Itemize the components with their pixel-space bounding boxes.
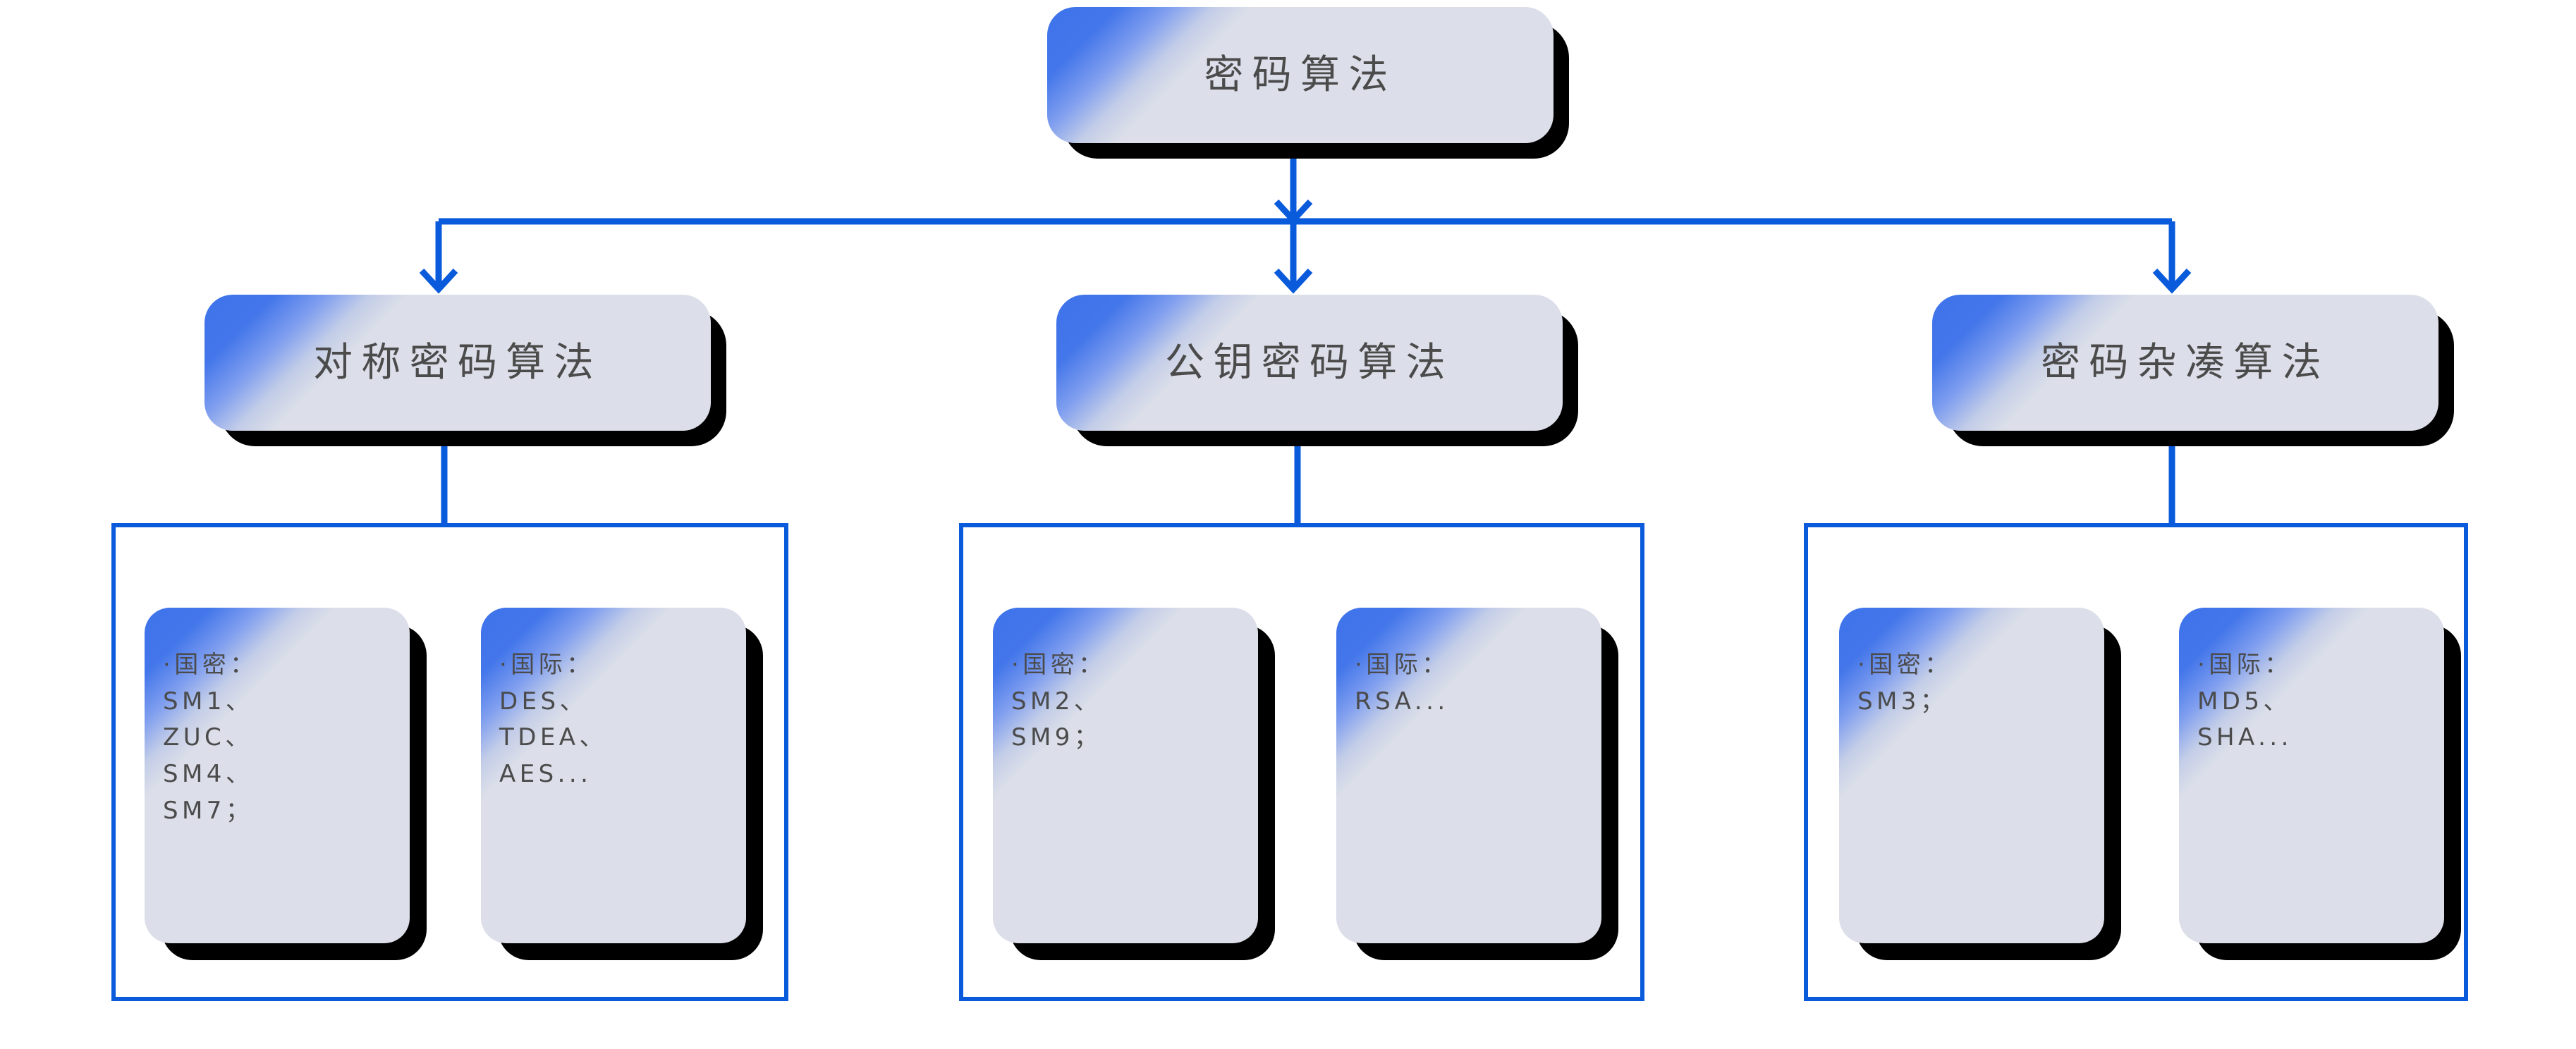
card-publickey-international[interactable]: ·国际： RSA... bbox=[1336, 608, 1618, 960]
group-frame-publickey bbox=[959, 523, 1644, 1001]
arrowhead-right bbox=[2152, 268, 2192, 294]
card-hash-international[interactable]: ·国际： MD5、 SHA... bbox=[2179, 608, 2461, 960]
card-text: ·国际： DES、 TDEA、 AES... bbox=[499, 651, 607, 789]
node-label: 密码杂凑算法 bbox=[2041, 339, 2330, 386]
card-text: ·国际： RSA... bbox=[1355, 651, 1450, 716]
node-branch-hash[interactable]: 密码杂凑算法 bbox=[1932, 295, 2454, 446]
node-face: ·国密： SM1、 ZUC、 SM4、 SM7； bbox=[145, 608, 410, 943]
node-face: ·国密： SM3； bbox=[1839, 608, 2104, 943]
node-label: 公钥密码算法 bbox=[1165, 339, 1454, 386]
card-publickey-domestic[interactable]: ·国密： SM2、 SM9； bbox=[993, 608, 1275, 960]
node-label: 对称密码算法 bbox=[313, 339, 602, 386]
node-face: ·国际： MD5、 SHA... bbox=[2179, 608, 2444, 943]
node-branch-publickey[interactable]: 公钥密码算法 bbox=[1056, 295, 1578, 446]
group-frame-symmetric bbox=[111, 523, 788, 1001]
node-label: 密码算法 bbox=[1204, 51, 1397, 98]
node-face: 密码杂凑算法 bbox=[1932, 295, 2438, 431]
node-face: ·国际： RSA... bbox=[1336, 608, 1601, 943]
card-text: ·国密： SM2、 SM9； bbox=[1011, 651, 1106, 752]
arrowhead-root bbox=[1274, 199, 1313, 225]
card-text: ·国际： MD5、 SHA... bbox=[2197, 651, 2293, 752]
node-face: ·国际： DES、 TDEA、 AES... bbox=[481, 608, 746, 943]
arrowhead-left bbox=[419, 268, 458, 294]
group-frame-hash bbox=[1804, 523, 2468, 1001]
node-face: ·国密： SM2、 SM9； bbox=[993, 608, 1258, 943]
card-symmetric-international[interactable]: ·国际： DES、 TDEA、 AES... bbox=[481, 608, 763, 960]
arrowhead-middle bbox=[1274, 268, 1313, 294]
card-text: ·国密： SM3； bbox=[1857, 651, 1953, 716]
card-hash-domestic[interactable]: ·国密： SM3； bbox=[1839, 608, 2121, 960]
node-root-cipher-algorithm[interactable]: 密码算法 bbox=[1047, 7, 1569, 159]
node-face: 对称密码算法 bbox=[205, 295, 711, 431]
card-symmetric-domestic[interactable]: ·国密： SM1、 ZUC、 SM4、 SM7； bbox=[145, 608, 427, 960]
node-face: 密码算法 bbox=[1047, 7, 1553, 143]
node-face: 公钥密码算法 bbox=[1056, 295, 1563, 431]
node-branch-symmetric[interactable]: 对称密码算法 bbox=[205, 295, 726, 446]
card-text: ·国密： SM1、 ZUC、 SM4、 SM7； bbox=[163, 651, 258, 825]
